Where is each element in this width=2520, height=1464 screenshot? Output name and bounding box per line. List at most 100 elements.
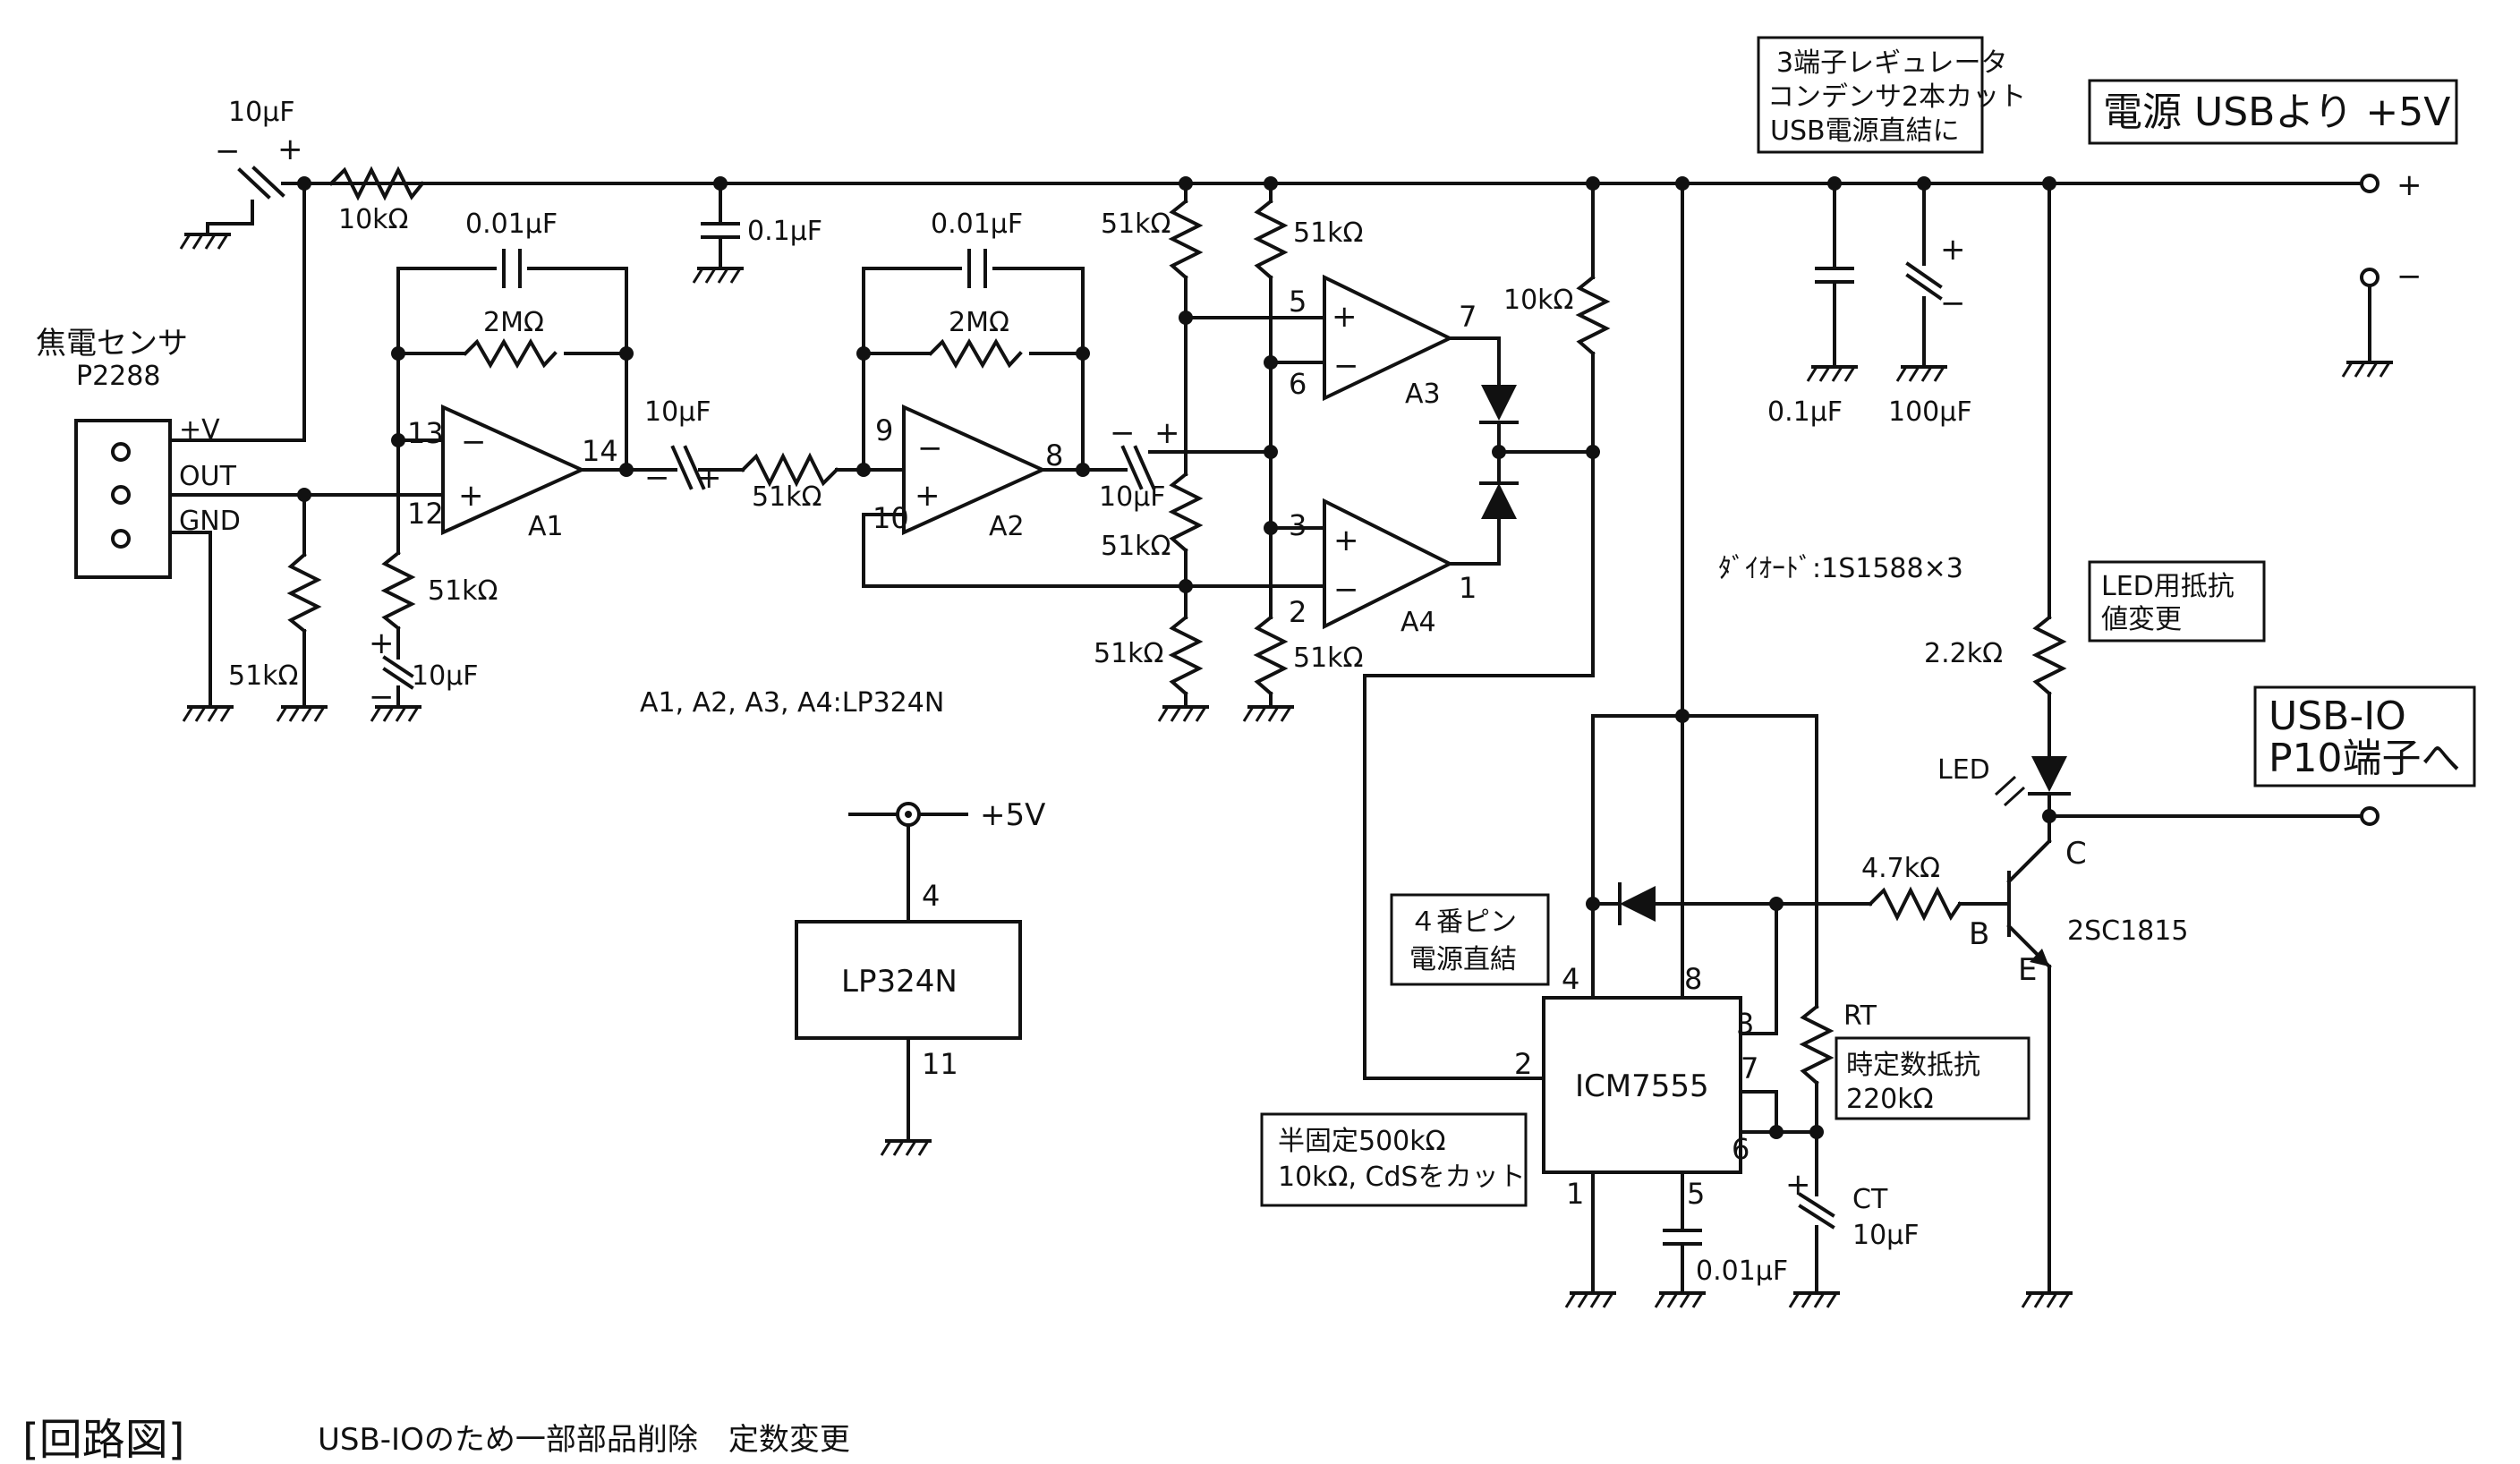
svg-text:10μF: 10μF (412, 660, 479, 692)
svg-text:+: + (2397, 167, 2422, 203)
note-usb-io (2253, 685, 2476, 787)
svg-text:51kΩ: 51kΩ (1101, 209, 1171, 240)
svg-text:1: 1 (1566, 1177, 1584, 1211)
svg-text:5: 5 (1687, 1177, 1705, 1211)
svg-text:CT: CT (1852, 1184, 1888, 1215)
svg-text:−: − (917, 430, 943, 466)
svg-text:0.01μF: 0.01μF (465, 209, 558, 240)
svg-text:0.01μF: 0.01μF (931, 209, 1023, 240)
svg-text:+: + (458, 478, 484, 514)
svg-text:14: 14 (582, 434, 618, 468)
svg-text:−: − (2397, 259, 2422, 294)
svg-text:10kΩ: 10kΩ (1503, 285, 1573, 316)
timer-icm7555 (1542, 996, 1742, 1174)
svg-text:+: + (277, 132, 303, 167)
svg-text:7: 7 (1459, 300, 1477, 334)
svg-text:51kΩ: 51kΩ (228, 660, 298, 692)
svg-text:E: E (2018, 952, 2037, 988)
opamp-a1-label: A1 (528, 511, 564, 542)
svg-text:6: 6 (1289, 367, 1307, 401)
svg-text:B: B (1969, 916, 1989, 952)
svg-text:3端子レギュレータ: 3端子レギュレータ (1776, 47, 2008, 79)
svg-text:+: + (1154, 415, 1180, 451)
svg-text:LP324N: LP324N (841, 964, 958, 1000)
svg-text:電源 USBより +5V: 電源 USBより +5V (2103, 89, 2450, 135)
svg-text:時定数抵抗: 時定数抵抗 (1846, 1050, 1980, 1081)
svg-text:OUT: OUT (179, 461, 237, 492)
svg-text:220kΩ: 220kΩ (1846, 1084, 1934, 1115)
svg-text:10μF: 10μF (644, 396, 711, 428)
svg-text:−: − (461, 424, 487, 460)
svg-text:A4: A4 (1400, 607, 1436, 638)
svg-text:100μF: 100μF (1888, 396, 1972, 428)
svg-text:+5V: +5V (980, 797, 1045, 833)
svg-text:51kΩ: 51kΩ (1293, 217, 1363, 249)
svg-text:−: − (1110, 415, 1136, 451)
svg-text:10μF: 10μF (1099, 481, 1166, 513)
led-icon (2031, 756, 2067, 792)
opamp-a2 (902, 404, 1047, 536)
svg-text:2MΩ: 2MΩ (949, 307, 1009, 338)
input-resistor-label: 10kΩ (338, 204, 408, 235)
svg-text:−: − (215, 133, 241, 169)
svg-text:LED: LED (1937, 754, 1990, 786)
svg-text:2: 2 (1514, 1047, 1532, 1081)
note-pin4 (1390, 893, 1550, 986)
sensor-gnd-wire (168, 531, 212, 709)
out-bias-resistor (286, 552, 322, 634)
opamp-note: A1, A2, A3, A4:LP324N (640, 687, 944, 719)
opamp-a3 (1323, 274, 1454, 402)
pyro-sensor (74, 419, 172, 579)
input-resistor (328, 166, 425, 201)
svg-text:12: 12 (407, 497, 444, 531)
svg-text:+: + (915, 478, 941, 514)
svg-text:5: 5 (1289, 285, 1307, 319)
svg-text:4: 4 (1562, 962, 1579, 996)
svg-text:RT: RT (1843, 1000, 1877, 1032)
note-regulator (1757, 36, 1984, 154)
svg-text:+: + (1785, 1167, 1811, 1203)
svg-text:13: 13 (407, 416, 444, 450)
diode-note: ﾀﾞｲｵｰﾄﾞ:1S1588×3 (1718, 553, 1963, 584)
svg-text:2: 2 (1289, 595, 1307, 629)
svg-text:2MΩ: 2MΩ (483, 307, 544, 338)
caption-title: [回路図] (22, 1415, 184, 1464)
svg-text:10μF: 10μF (1852, 1220, 1920, 1251)
svg-text:USB-IO: USB-IO (2269, 694, 2406, 739)
svg-text:−: − (1333, 572, 1359, 608)
svg-text:値変更: 値変更 (2101, 604, 2182, 635)
svg-text:6: 6 (1732, 1132, 1750, 1166)
sensor-model: P2288 (76, 361, 160, 392)
svg-text:0.01μF: 0.01μF (1696, 1255, 1788, 1287)
input-capacitor (179, 166, 306, 251)
svg-text:+V: +V (179, 414, 220, 446)
svg-text:9: 9 (875, 413, 893, 447)
svg-text:コンデンサ2本カット: コンデンサ2本カット (1767, 81, 2026, 113)
note-semi-fixed (1260, 1112, 1528, 1207)
svg-text:51kΩ: 51kΩ (428, 575, 498, 607)
svg-text:−: − (1333, 348, 1359, 384)
svg-text:10: 10 (873, 501, 909, 535)
svg-text:LED用抵抗: LED用抵抗 (2101, 571, 2235, 602)
svg-text:+: + (1332, 299, 1358, 335)
svg-text:0.1μF: 0.1μF (747, 216, 822, 247)
note-led-resistor (2088, 560, 2266, 643)
sensor-vplus-wire (168, 182, 306, 442)
input-capacitor-label: 10μF (228, 97, 295, 128)
svg-text:11: 11 (922, 1047, 958, 1081)
svg-text:1: 1 (1459, 571, 1477, 605)
opamp-a4 (1323, 498, 1454, 630)
timer-label: ICM7555 (1575, 1068, 1709, 1104)
opamp-a1 (441, 404, 586, 536)
svg-text:電源直結: 電源直結 (1409, 944, 1517, 975)
svg-text:7: 7 (1741, 1051, 1758, 1085)
caption-text: USB-IOのため一部部品削除 定数変更 (318, 1422, 850, 1458)
opamp-a2-label: A2 (989, 511, 1025, 542)
svg-text:−: − (644, 460, 670, 496)
note-power (2088, 79, 2458, 145)
svg-text:A3: A3 (1405, 379, 1441, 410)
svg-text:10kΩ, CdSをカット: 10kΩ, CdSをカット (1278, 1162, 1526, 1193)
svg-text:51kΩ: 51kΩ (1293, 643, 1363, 674)
svg-text:0.1μF: 0.1μF (1767, 396, 1843, 428)
svg-text:2.2kΩ: 2.2kΩ (1924, 638, 2003, 669)
